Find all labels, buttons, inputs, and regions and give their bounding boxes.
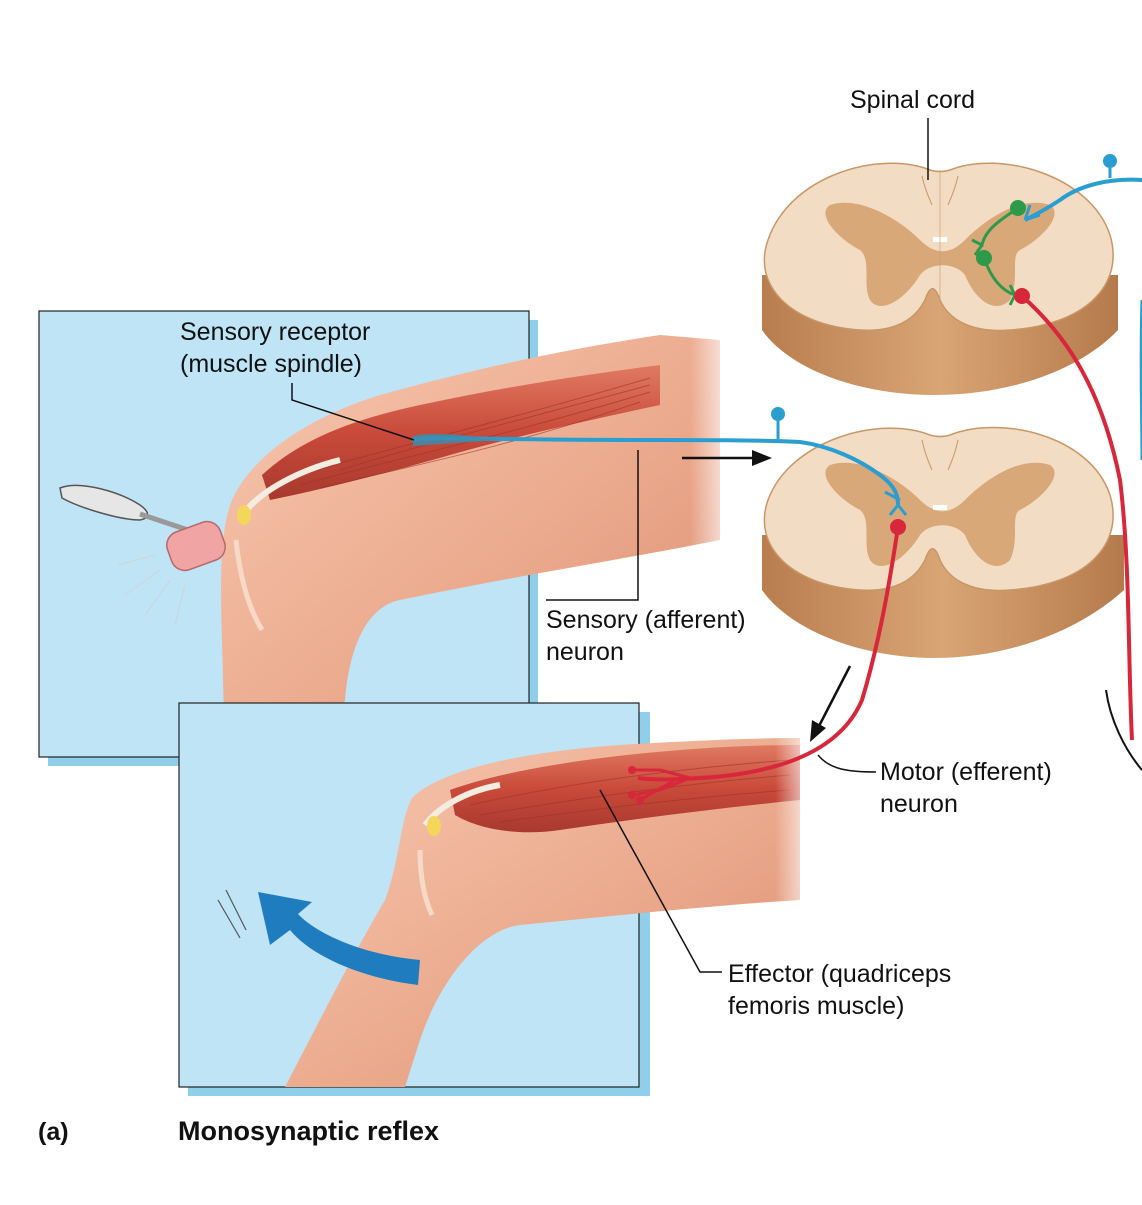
leader-lines (291, 118, 929, 973)
sensory-neuron-label: Sensory (afferent) neuron (546, 604, 746, 668)
motor-neuron-label: Motor (efferent) neuron (880, 756, 1052, 820)
sensory-receptor-label: Sensory receptor (muscle spindle) (180, 316, 370, 380)
reflex-hammer (59, 484, 226, 626)
figure-letter: (a) (38, 1118, 69, 1146)
figure-title: Monosynaptic reflex (178, 1116, 440, 1146)
sensory-neuron-path (411, 407, 908, 516)
bottom-leg (285, 730, 820, 1087)
effector-line-1: Effector (quadriceps (728, 960, 952, 988)
kick-arrow (217, 889, 420, 985)
sensory-neuron-line-1: Sensory (afferent) (546, 606, 746, 634)
motor-neuron-line-1: Motor (efferent) (880, 758, 1052, 786)
effector-label: Effector (quadriceps femoris muscle) (728, 958, 951, 1022)
effector-line-2: femoris muscle) (728, 992, 905, 1020)
upper-neurons (971, 154, 1142, 771)
direction-arrows (682, 450, 852, 742)
sensory-receptor-line-1: Sensory receptor (180, 318, 371, 346)
motor-neuron-path (628, 519, 906, 804)
spinal-cord-label: Spinal cord (850, 86, 976, 114)
motor-neuron-line-2: neuron (880, 790, 958, 818)
spinal-cord-upper (762, 162, 1118, 395)
spinal-cord-lower (762, 426, 1124, 658)
sensory-neuron-line-2: neuron (546, 638, 624, 666)
sensory-receptor-line-2: (muscle spindle) (180, 350, 363, 378)
